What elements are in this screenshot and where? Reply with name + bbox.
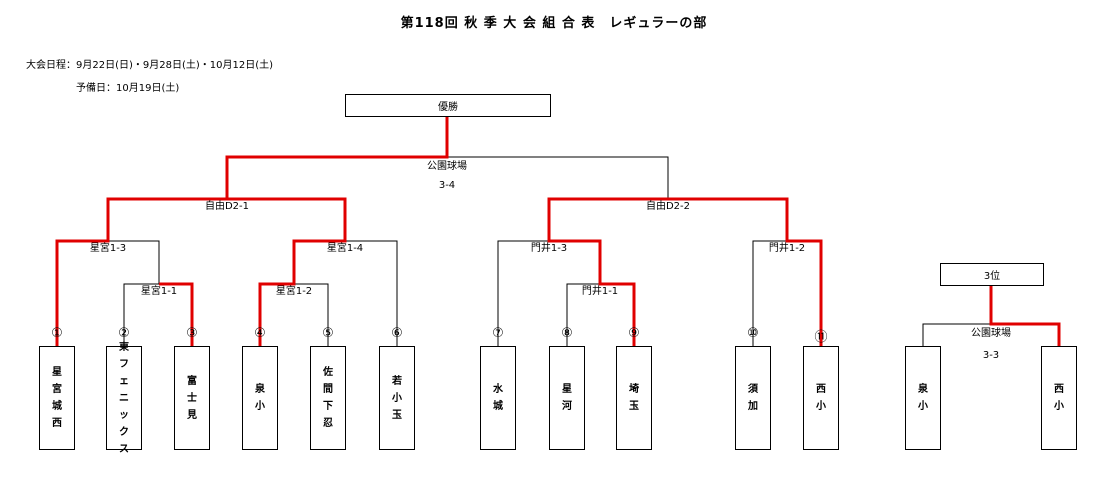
q1-venue: 星宮1-3: [88, 243, 128, 255]
team-box-11: 西小: [803, 346, 839, 450]
team-box-5: 佐間下忍: [310, 346, 346, 450]
team-name-char: ク: [119, 426, 129, 438]
team-name-char: 玉: [392, 409, 402, 421]
team-name-char: ニ: [119, 392, 129, 404]
red-semi-right-b: [547, 197, 668, 346]
semi-left-venue: 自由D2-1: [203, 201, 251, 213]
line-r1-left: [123, 283, 159, 346]
r3-venue: 門井1-1: [580, 286, 620, 298]
seed-number-8: ⑧: [561, 326, 573, 341]
semi-right-venue: 自由D2-2: [644, 201, 692, 213]
final-code: 3-4: [438, 180, 456, 191]
team-box-3: 富士見: [174, 346, 210, 450]
team-name-char: 西: [1054, 384, 1064, 395]
seed-number-7: ⑦: [492, 326, 504, 341]
team-name-char: 宮: [52, 384, 62, 395]
team-name-char: 小: [392, 392, 402, 404]
third-place-team-2: 西小: [1041, 346, 1077, 450]
seed-number-6: ⑥: [391, 326, 403, 341]
q2-venue: 星宮1-4: [325, 243, 365, 255]
schedule-dates: 大会日程：9月22日(日)・9月28日(土)・10月12日(土): [26, 60, 274, 71]
team-name-char: 小: [255, 401, 265, 412]
team-box-4: 泉小: [242, 346, 278, 450]
team-name-char: 須: [748, 384, 758, 395]
team-box-2: 東フェニックス: [106, 342, 142, 455]
seed-number-11: ⑪: [814, 330, 828, 345]
line-third-left: [922, 323, 991, 346]
team-name-char: 士: [187, 392, 197, 404]
team-name-char: 城: [52, 401, 62, 412]
team-name-char: 加: [748, 401, 758, 412]
red-semi-left-b: [227, 197, 347, 346]
team-name-char: 西: [816, 384, 826, 395]
team-box-7: 水城: [480, 346, 516, 450]
team-box-8: 星河: [549, 346, 585, 450]
team-name-char: 小: [918, 401, 928, 412]
red-semi-left: [55, 197, 227, 346]
team-name-char: 小: [1054, 401, 1064, 412]
third-place-team-1: 泉小: [905, 346, 941, 450]
red-third: [989, 284, 1061, 346]
team-name-char: 忍: [323, 418, 333, 429]
r1-venue: 星宮1-1: [139, 286, 179, 298]
team-name-char: 埼: [629, 384, 639, 395]
r2-venue: 星宮1-2: [274, 286, 314, 298]
red-r1: [159, 282, 194, 346]
line-r2-right: [294, 283, 329, 346]
third-code: 3-3: [982, 350, 1000, 361]
seed-number-4: ④: [254, 326, 266, 341]
team-name-char: 星: [562, 384, 572, 395]
team-name-char: ェ: [119, 375, 129, 387]
page-title: 第118回 秋 季 大 会 組 合 表 レギュラーの部: [400, 16, 708, 31]
line-r3-left: [566, 283, 600, 346]
team-name-char: 西: [52, 418, 62, 429]
seed-number-2: ②: [118, 326, 130, 341]
team-name-char: 泉: [918, 384, 928, 395]
team-name-char: 小: [816, 401, 826, 412]
team-name-char: 東: [119, 341, 129, 353]
third-place-box: 3位: [940, 263, 1044, 286]
team-name-char: 富: [187, 375, 197, 387]
team-name-char: 若: [392, 375, 402, 387]
seed-number-3: ③: [186, 326, 198, 341]
team-box-10: 須加: [735, 346, 771, 450]
q3-venue: 門井1-3: [529, 243, 569, 255]
team-name-char: 泉: [255, 384, 265, 395]
final-venue: 公園球場: [427, 161, 467, 172]
third-venue: 公園球場: [970, 328, 1012, 340]
line-final-right: [447, 156, 669, 199]
team-name-char: ッ: [119, 409, 129, 421]
schedule-reserve: 予備日：10月19日(土): [76, 83, 180, 94]
team-name-char: ス: [119, 443, 129, 455]
team-box-9: 埼玉: [616, 346, 652, 450]
red-semi-right: [668, 197, 823, 346]
team-name-char: 水: [493, 384, 503, 395]
seed-number-1: ①: [51, 326, 63, 341]
seed-number-5: ⑤: [322, 326, 334, 341]
team-name-char: 星: [52, 367, 62, 378]
seed-number-10: ⑩: [747, 326, 759, 341]
team-name-char: 下: [323, 401, 333, 412]
champion-box: 優勝: [345, 94, 551, 117]
team-name-char: フ: [119, 358, 129, 370]
red-final: [225, 116, 449, 199]
team-name-char: 佐: [323, 367, 333, 378]
team-name-char: 玉: [629, 401, 639, 412]
team-name-char: 城: [493, 401, 503, 412]
team-name-char: 間: [323, 384, 333, 395]
line-q4-left: [752, 240, 787, 346]
team-name-char: 河: [562, 401, 572, 412]
seed-number-9: ⑨: [628, 326, 640, 341]
team-box-1: 星宮城西: [39, 346, 75, 450]
team-box-6: 若小玉: [379, 346, 415, 450]
team-name-char: 見: [187, 409, 197, 421]
q4-venue: 門井1-2: [767, 243, 807, 255]
